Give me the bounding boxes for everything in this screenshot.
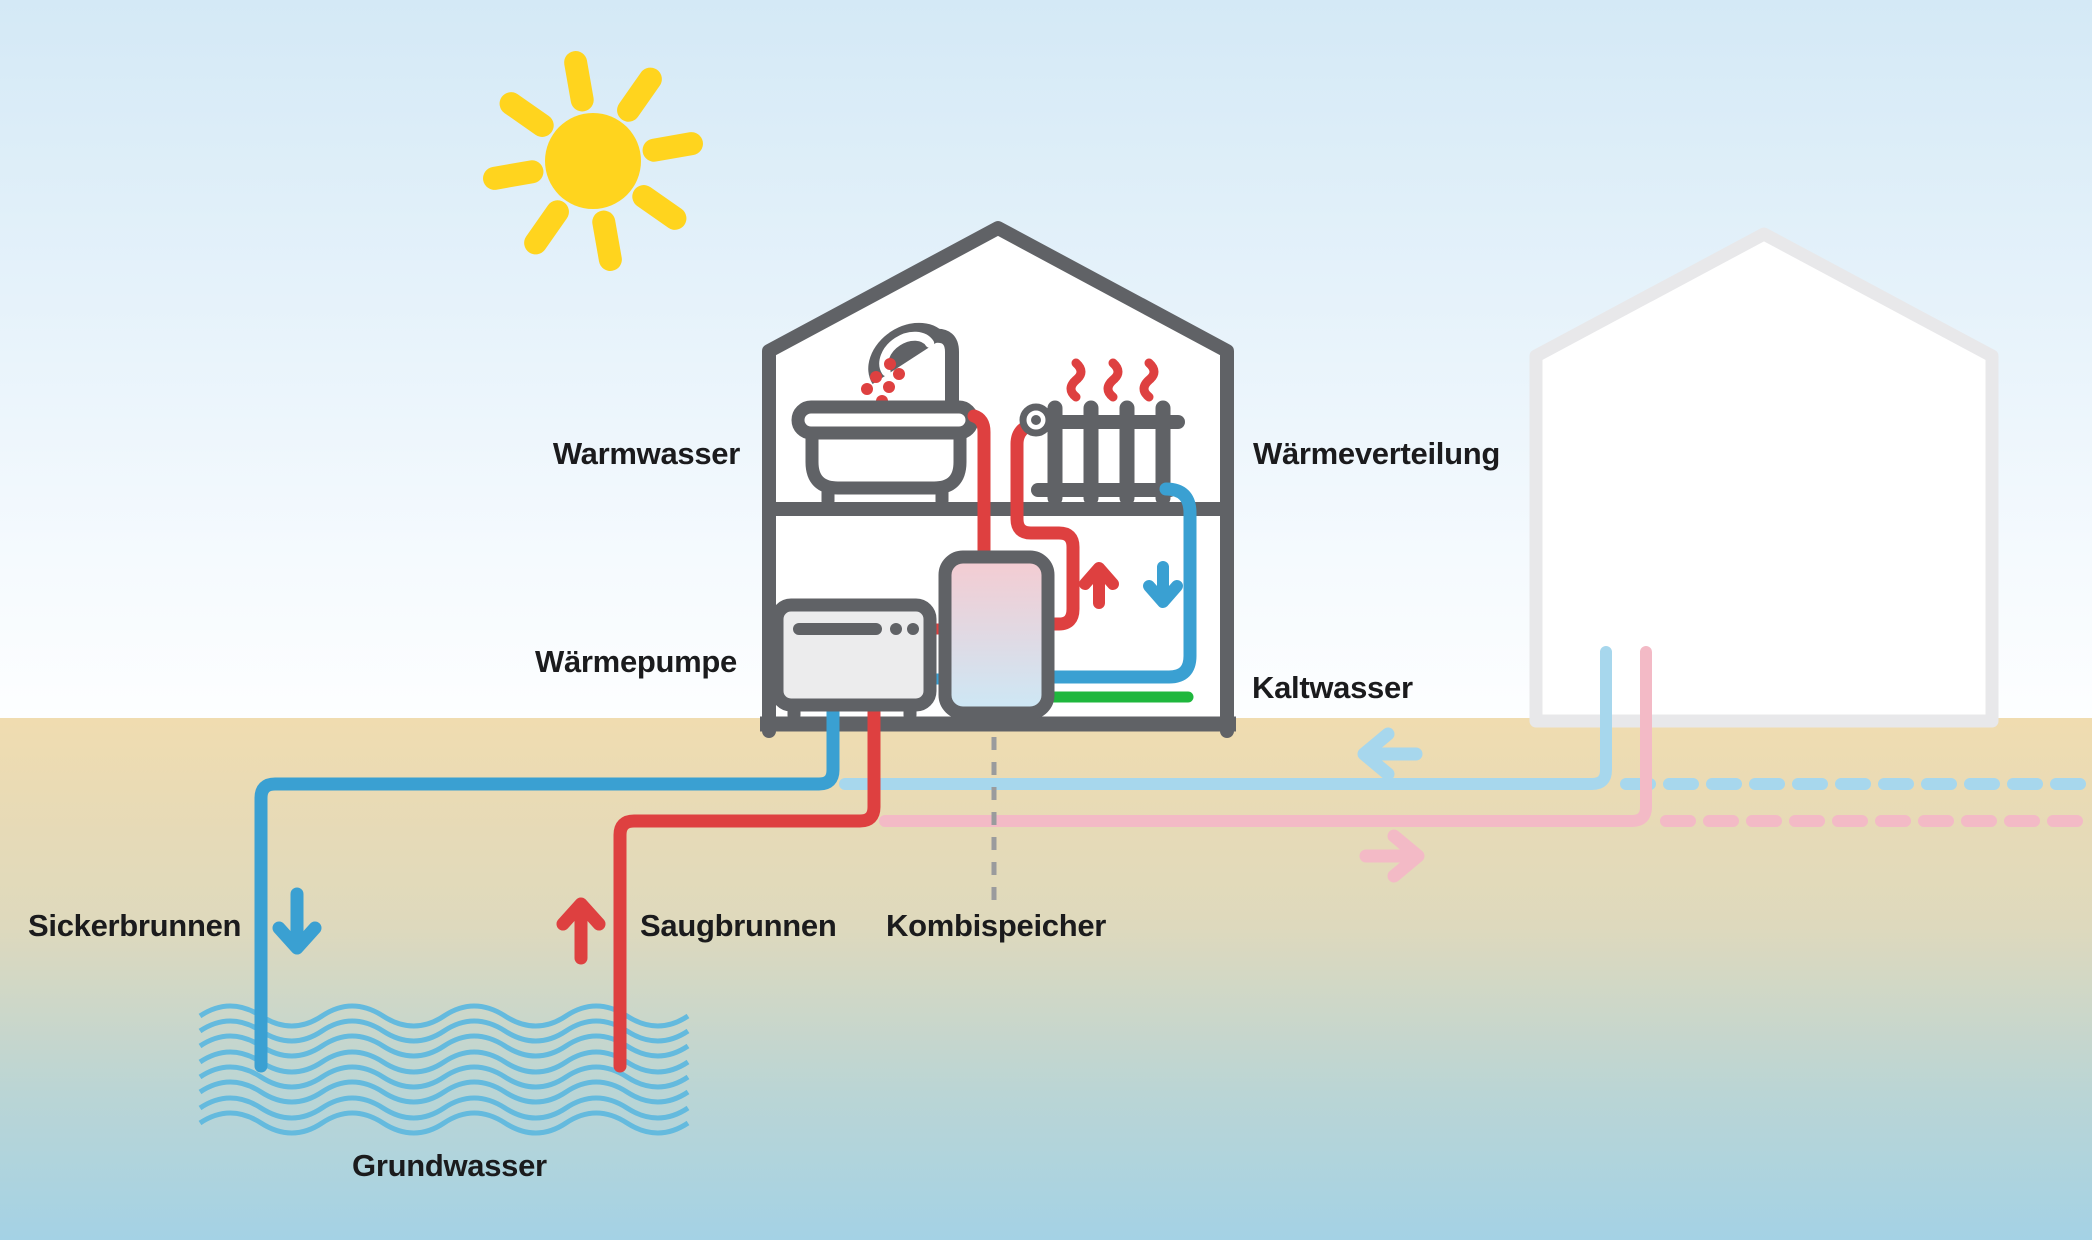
- label-sickerbrunnen: Sickerbrunnen: [28, 908, 242, 943]
- return-pipe-light-pink: [879, 646, 1652, 827]
- ground-background: [0, 718, 2092, 1240]
- thermostat-valve-icon: [1019, 403, 1053, 437]
- heating-loop-pipe: [1010, 419, 1080, 631]
- heating-return-pipe: [1039, 482, 1197, 684]
- warmwasser-pipe: [967, 409, 991, 567]
- return-flow-right-arrow-icon: [1359, 829, 1425, 883]
- cold-flow-down-arrow-icon: [1143, 561, 1183, 608]
- supply-flow-left-arrow-icon: [1357, 727, 1423, 781]
- radiator-icon: [1031, 358, 1185, 506]
- label-saugbrunnen: Saugbrunnen: [640, 908, 837, 943]
- storage-tank-icon: [938, 550, 1055, 720]
- heat-pump-icon: [770, 598, 937, 722]
- sickerbrunnen-down-arrow-icon: [272, 887, 322, 955]
- sun-icon: [483, 51, 703, 271]
- label-kombispeicher: Kombispeicher: [886, 908, 1107, 943]
- label-waermeverteilung: Wärmeverteilung: [1253, 436, 1501, 471]
- label-waermepumpe: Wärmepumpe: [535, 644, 737, 679]
- label-warmwasser: Warmwasser: [552, 436, 740, 471]
- neighbor-house: [1529, 227, 1999, 728]
- saugbrunnen-pipe: [613, 693, 881, 1073]
- label-grundwasser: Grundwasser: [352, 1148, 547, 1183]
- sickerbrunnen-pipe: [254, 693, 840, 1073]
- saugbrunnen-up-arrow-icon: [556, 897, 606, 965]
- label-kaltwasser: Kaltwasser: [1252, 670, 1413, 705]
- heat-waves-icon: [1066, 358, 1159, 402]
- warm-flow-up-arrow-icon: [1079, 562, 1119, 609]
- supply-pipe-light-blue: [839, 646, 1612, 790]
